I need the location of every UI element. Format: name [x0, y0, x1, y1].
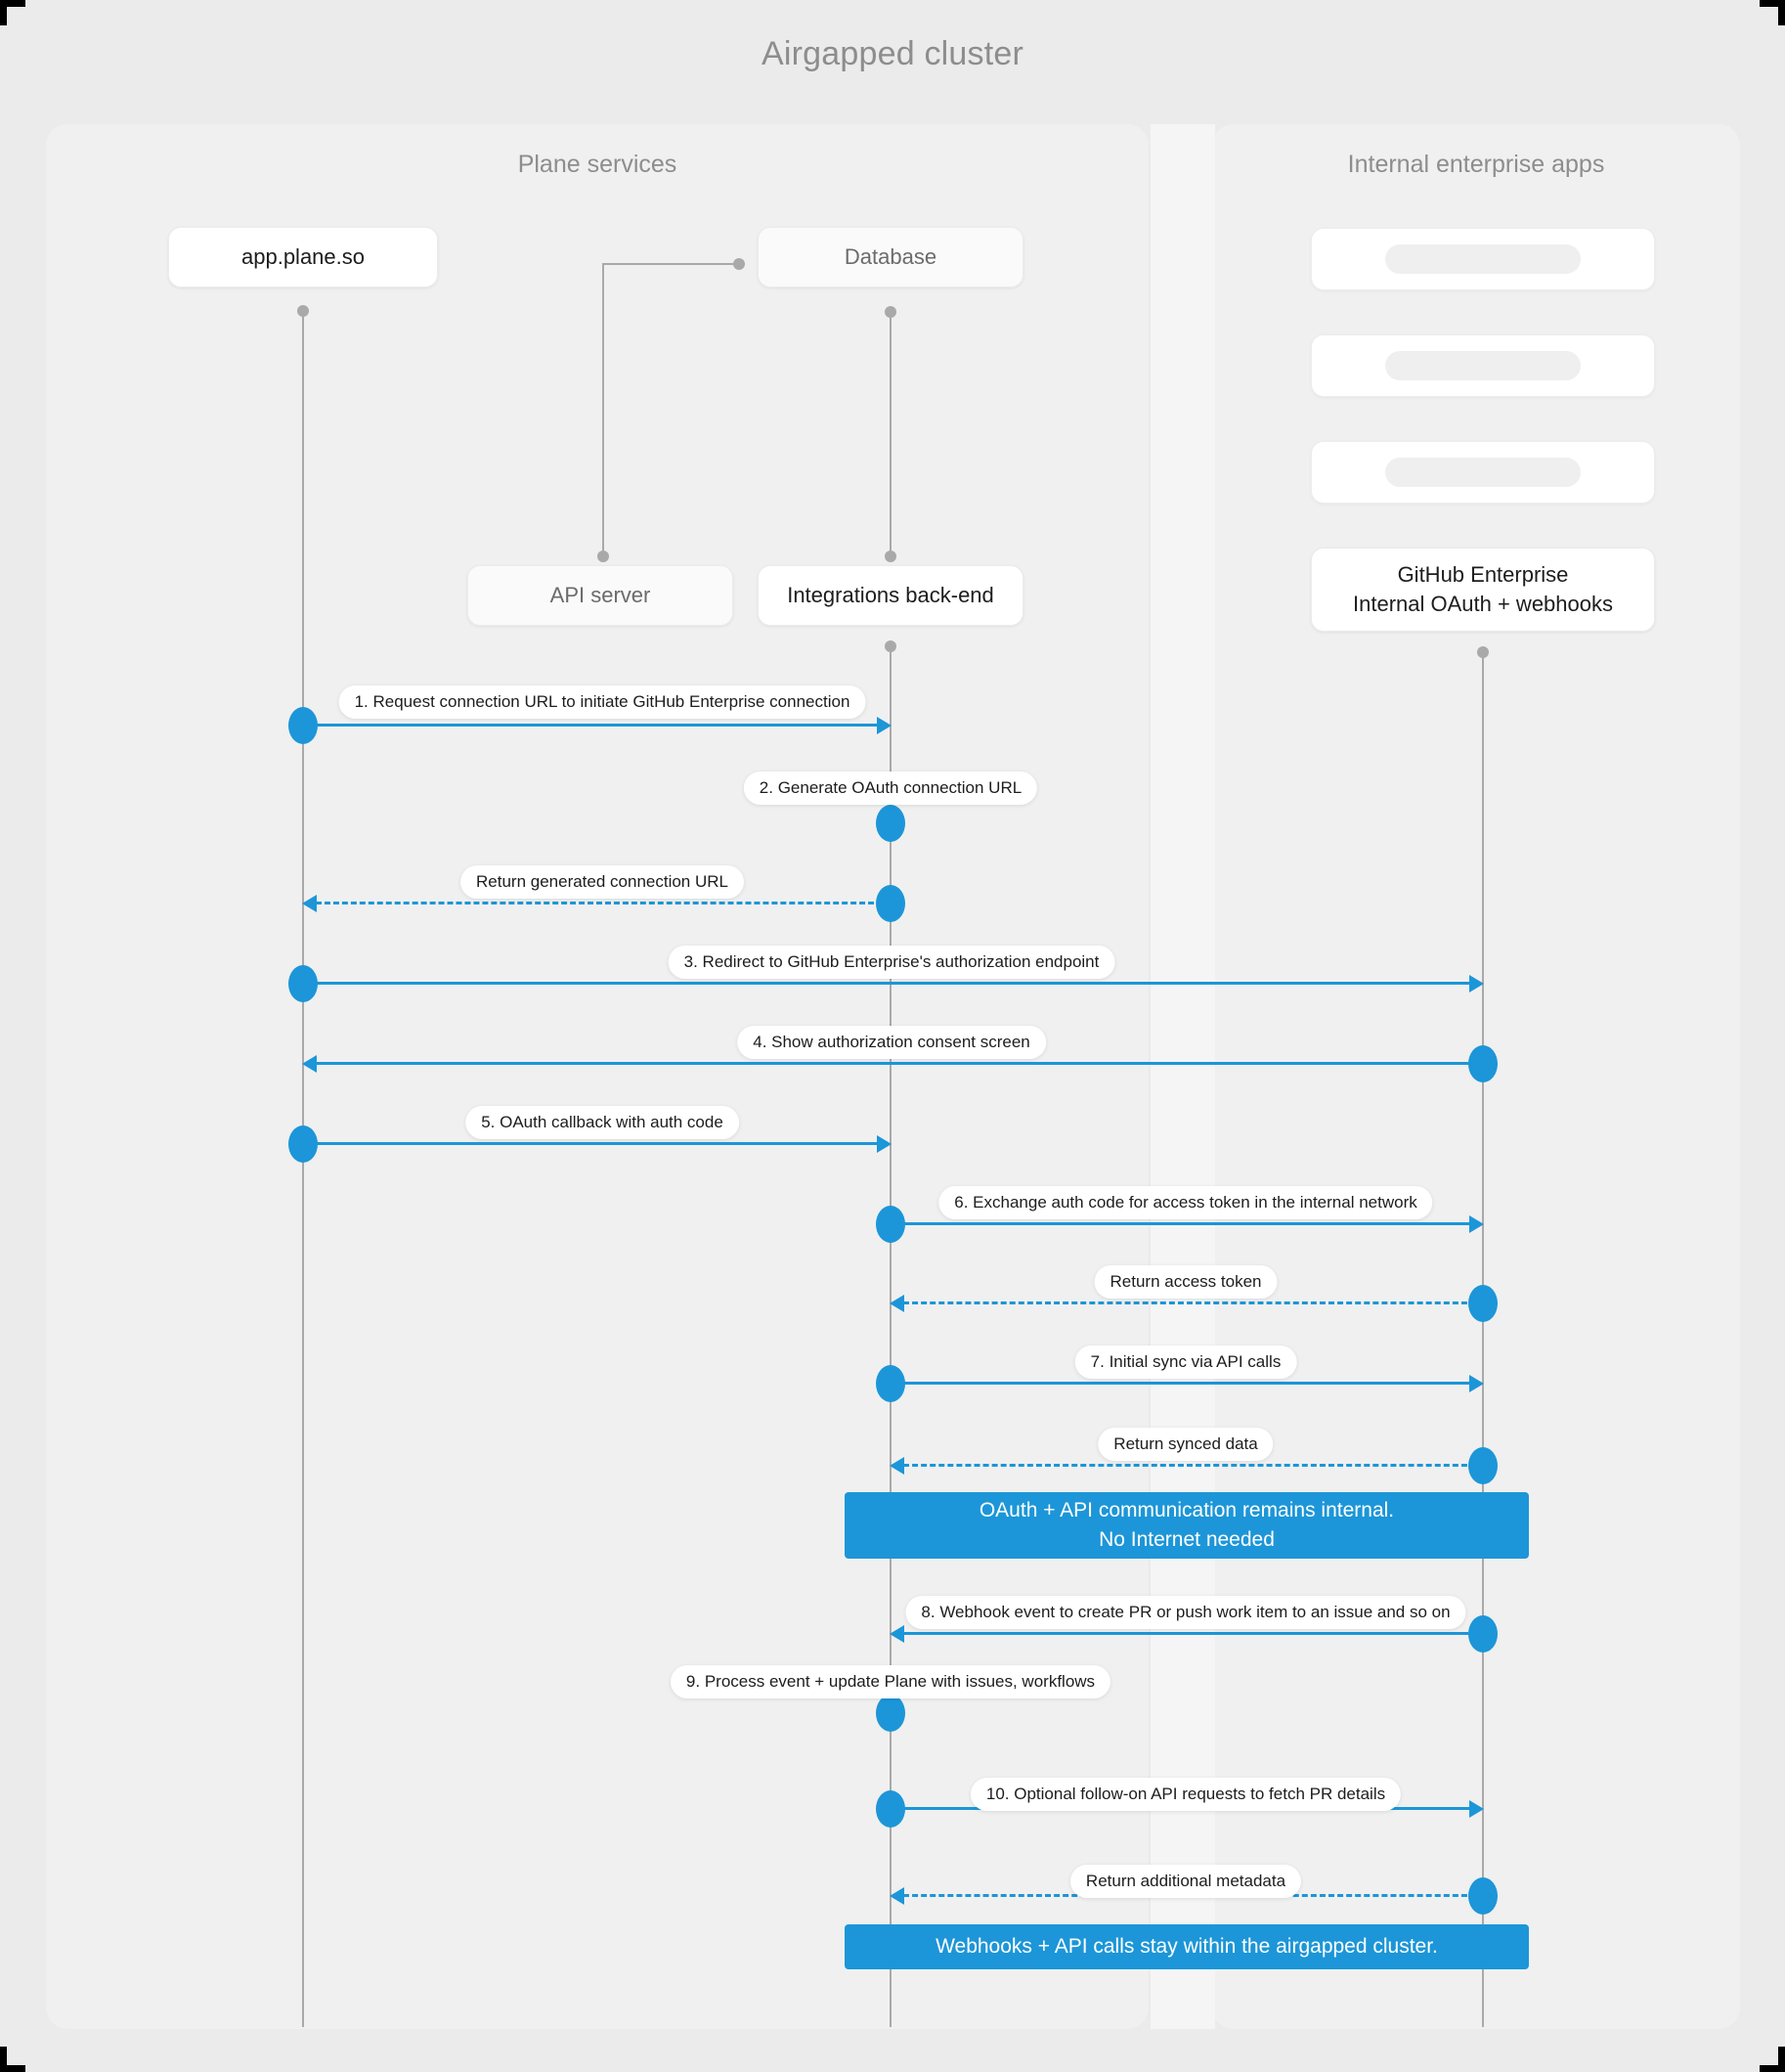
- crop-mark-bottom-right: [1760, 2047, 1785, 2072]
- node-github-enterprise[interactable]: GitHub Enterprise Internal OAuth + webho…: [1311, 548, 1655, 632]
- connector-api-server-vertical: [602, 263, 604, 556]
- message-label-5: 4. Show authorization consent screen: [737, 1026, 1046, 1059]
- message-label-9: 7. Initial sync via API calls: [1074, 1345, 1297, 1379]
- node-database-label: Database: [844, 244, 937, 270]
- enterprise-app-placeholder-1[interactable]: [1311, 228, 1655, 290]
- message-arrow-3: [302, 895, 317, 912]
- message-arrow-1: [877, 717, 892, 734]
- node-integrations-backend-label: Integrations back-end: [787, 583, 994, 608]
- crop-mark-top-right: [1760, 0, 1785, 25]
- connector-database-to-integrations: [890, 312, 892, 556]
- message-arrow-10: [890, 1457, 904, 1475]
- message-label-2: 2. Generate OAuth connection URL: [743, 771, 1038, 805]
- enterprise-app-placeholder-3[interactable]: [1311, 441, 1655, 504]
- node-app-plane-so-label: app.plane.so: [241, 244, 365, 270]
- connector-dot-database-left: [733, 258, 745, 270]
- message-line-11: [903, 1632, 1478, 1635]
- node-github-enterprise-line1: GitHub Enterprise: [1397, 562, 1569, 588]
- panel-plane-services-title: Plane services: [517, 151, 677, 178]
- message-label-13: 10. Optional follow-on API requests to f…: [970, 1778, 1402, 1811]
- message-arrow-11: [890, 1625, 904, 1643]
- message-label-3: Return generated connection URL: [460, 865, 744, 899]
- airgap-band: [1151, 124, 1215, 2029]
- message-arrow-5: [302, 1055, 317, 1073]
- node-app-plane-so[interactable]: app.plane.so: [168, 227, 438, 287]
- message-arrow-4: [1469, 975, 1484, 992]
- lifeline-github-enterprise: [1482, 652, 1484, 2027]
- connector-dot-integrations-top: [885, 551, 896, 562]
- note-airgapped-cluster: Webhooks + API calls stay within the air…: [845, 1924, 1529, 1969]
- message-line-5: [316, 1062, 1479, 1065]
- message-arrow-7: [1469, 1215, 1484, 1233]
- message-label-6: 5. OAuth callback with auth code: [465, 1106, 739, 1139]
- message-label-10: Return synced data: [1098, 1428, 1274, 1461]
- message-line-3: [316, 902, 883, 904]
- message-line-4: [302, 982, 1470, 985]
- skeleton-bar-icon: [1385, 458, 1581, 487]
- message-arrow-6: [877, 1135, 892, 1153]
- node-api-server[interactable]: API server: [467, 565, 733, 626]
- node-api-server-label: API server: [549, 583, 651, 608]
- connector-dot-api-server-top: [597, 551, 609, 562]
- note-internal-communication: OAuth + API communication remains intern…: [845, 1492, 1529, 1559]
- node-github-enterprise-line2: Internal OAuth + webhooks: [1353, 592, 1613, 616]
- message-label-7: 6. Exchange auth code for access token i…: [938, 1186, 1433, 1219]
- note-internal-line2: No Internet needed: [1099, 1528, 1275, 1551]
- diagram-title: Airgapped cluster: [762, 35, 1023, 72]
- node-integrations-backend[interactable]: Integrations back-end: [758, 565, 1023, 626]
- message-label-11: 8. Webhook event to create PR or push wo…: [905, 1596, 1466, 1629]
- activation-2: [876, 805, 905, 842]
- activation-12: [876, 1695, 905, 1732]
- enterprise-app-placeholder-2[interactable]: [1311, 334, 1655, 397]
- message-label-1: 1. Request connection URL to initiate Gi…: [338, 685, 866, 719]
- message-line-6: [302, 1142, 879, 1145]
- crop-mark-bottom-left: [0, 2047, 25, 2072]
- panel-internal-enterprise-apps-title: Internal enterprise apps: [1347, 151, 1605, 178]
- message-line-8: [903, 1301, 1476, 1304]
- lifeline-app-plane-so: [302, 311, 304, 2027]
- note-airgapped-label: Webhooks + API calls stay within the air…: [936, 1934, 1438, 1958]
- message-label-12: 9. Process event + update Plane with iss…: [670, 1665, 1111, 1698]
- message-line-10: [903, 1464, 1476, 1467]
- message-label-8: Return access token: [1094, 1265, 1278, 1299]
- message-arrow-9: [1469, 1375, 1484, 1392]
- crop-mark-top-left: [0, 0, 25, 25]
- message-arrow-13: [1469, 1800, 1484, 1818]
- node-database[interactable]: Database: [758, 227, 1023, 287]
- connector-api-server-to-database: [602, 263, 739, 265]
- skeleton-bar-icon: [1385, 244, 1581, 274]
- message-label-14: Return additional metadata: [1069, 1865, 1302, 1898]
- skeleton-bar-icon: [1385, 351, 1581, 380]
- message-arrow-14: [890, 1887, 904, 1905]
- note-internal-line1: OAuth + API communication remains intern…: [979, 1498, 1395, 1521]
- message-arrow-8: [890, 1295, 904, 1312]
- message-line-7: [890, 1222, 1470, 1225]
- message-line-9: [890, 1382, 1470, 1385]
- lifeline-integrations-backend: [890, 646, 892, 2027]
- panel-plane-services: Plane services: [46, 124, 1149, 2029]
- message-label-4: 3. Redirect to GitHub Enterprise's autho…: [668, 946, 1115, 979]
- message-line-1: [302, 724, 879, 727]
